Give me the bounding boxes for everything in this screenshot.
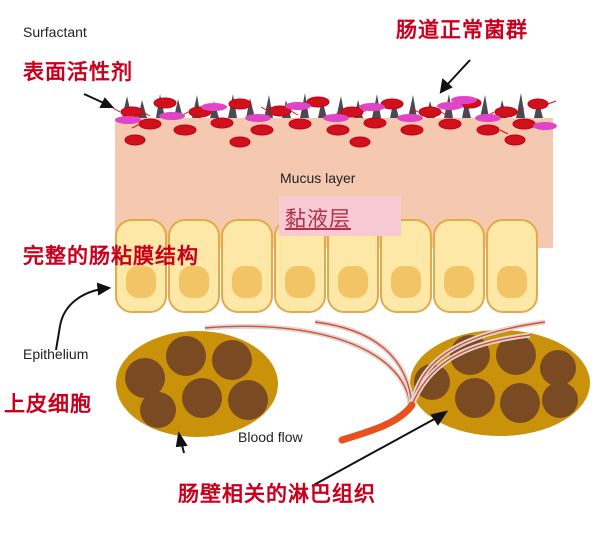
epithelial-cell (221, 219, 273, 313)
epithelial-cell (433, 219, 485, 313)
bacterium (153, 97, 177, 109)
bacterium (210, 117, 234, 129)
label-mucus-layer: Mucus layer (280, 170, 356, 186)
bacterium (363, 117, 387, 129)
bacterium-magenta (451, 96, 477, 104)
arrow-icon (311, 410, 449, 487)
label-zh-galt: 肠壁相关的淋巴组织 (178, 481, 376, 506)
label-zh-intact-mucosa: 完整的肠粘膜结构 (23, 243, 199, 268)
bacterium-magenta (359, 103, 385, 111)
blood-vessels (204, 319, 546, 444)
magenta-bacteria (115, 96, 557, 130)
label-blood-flow: Blood flow (238, 429, 303, 445)
bacterium (228, 98, 252, 110)
bacterium (124, 134, 146, 146)
bacterium (349, 136, 371, 148)
epithelial-cell (274, 219, 326, 313)
bacterium (494, 106, 518, 118)
arrow-icon (175, 431, 188, 454)
lymphoid-tissue-left (116, 331, 278, 437)
bacterium (326, 124, 350, 136)
bacterium-magenta (475, 114, 501, 122)
mucus-label-highlight (279, 196, 401, 236)
pointer-arrows (55, 59, 471, 487)
arrow-icon (439, 59, 471, 94)
bacterium (173, 124, 197, 136)
label-zh-epithelial-cells: 上皮细胞 (4, 391, 92, 416)
bacterium-magenta (159, 112, 185, 120)
bacterium (229, 136, 251, 148)
bacterium (512, 118, 536, 130)
label-zh-mucus-layer: 黏液层 (285, 207, 351, 231)
epithelial-cell (327, 219, 379, 313)
bacterium-magenta (285, 102, 311, 110)
label-zh-normal-flora: 肠道正常菌群 (396, 17, 528, 42)
epithelial-cell (168, 219, 220, 313)
blood-flow-line (338, 401, 416, 444)
bacterium (380, 98, 404, 110)
bacterium-magenta (437, 102, 463, 110)
bacterium (476, 124, 500, 136)
bacterium (400, 124, 424, 136)
bacterium-magenta (397, 114, 423, 122)
bacterium (138, 118, 162, 130)
bacterium (288, 118, 312, 130)
epithelial-cells (115, 219, 538, 313)
bacterium-magenta (323, 114, 349, 122)
arrow-icon (83, 93, 115, 108)
bacterium-magenta (245, 114, 271, 122)
bacterium-magenta (115, 116, 141, 124)
bacterium (418, 106, 442, 118)
label-zh-surfactant: 表面活性剂 (23, 59, 133, 84)
bacterium-magenta (533, 122, 557, 130)
epithelial-cell (115, 219, 167, 313)
bacterium-magenta (201, 103, 227, 111)
bacterium (306, 96, 330, 108)
arrow-icon (55, 282, 112, 351)
bacterium (504, 134, 526, 146)
label-epithelium: Epithelium (23, 346, 89, 362)
bacterium (438, 118, 462, 130)
epithelial-cell (486, 219, 538, 313)
bacterium (250, 124, 274, 136)
bacterium (527, 98, 549, 110)
label-surfactant: Surfactant (23, 24, 87, 40)
intestinal-bacteria (112, 96, 557, 148)
epithelial-cell (380, 219, 432, 313)
bacterium (120, 106, 144, 118)
